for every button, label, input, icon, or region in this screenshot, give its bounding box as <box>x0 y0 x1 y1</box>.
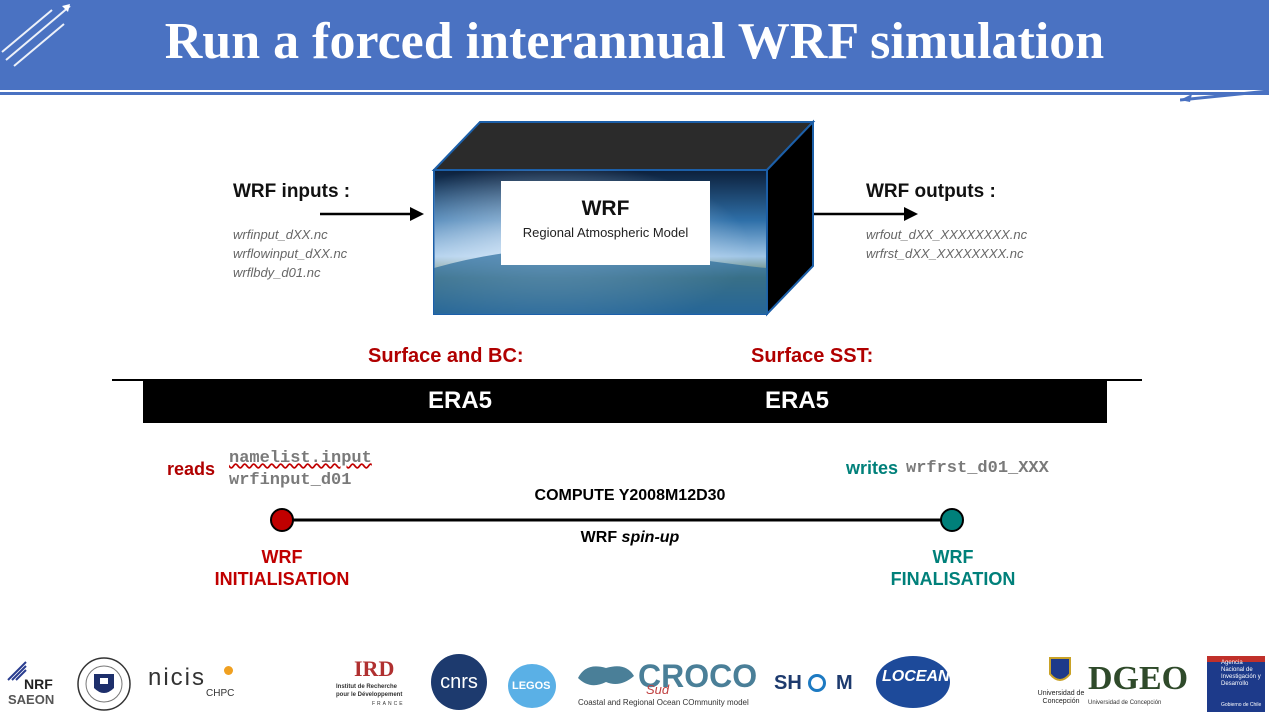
start-node <box>270 508 294 532</box>
spinup-prefix: WRF <box>580 529 622 546</box>
output-arrow-icon <box>814 207 918 221</box>
shom-text-right: M <box>836 672 853 694</box>
nrf-saeon-logo: NRF SAEON <box>2 658 60 708</box>
arrows-decoration-icon <box>1 4 71 67</box>
forcing-top-line <box>112 379 1142 381</box>
outputs-heading: WRF outputs : <box>866 181 996 202</box>
input-file: wrfinput_dXX.nc <box>233 227 328 242</box>
output-file: wrfrst_dXX_XXXXXXXX.nc <box>866 246 1024 261</box>
shom-circle-icon <box>808 674 826 692</box>
ird-country: FRANCE <box>372 701 405 707</box>
uct-seal-logo <box>77 657 131 711</box>
nicis-chpc-logo: nicis CHPC <box>148 664 244 704</box>
nicis-dot-icon <box>224 666 233 675</box>
inputs-heading: WRF inputs : <box>233 181 351 202</box>
udec-shield-icon <box>1049 657 1071 681</box>
croco-logo: CROCO Sud Coastal and Regional Ocean COm… <box>576 656 758 712</box>
initialisation-stage: WRF INITIALISATION <box>182 546 382 590</box>
ird-subtitle: Institut de Recherche <box>336 684 398 690</box>
legos-text: LEGOS <box>512 680 551 692</box>
stage-line: FINALISATION <box>890 569 1016 589</box>
writes-file: wrfrst_d01_XXX <box>906 459 1049 478</box>
locean-text: LOCEAN <box>882 668 950 685</box>
reads-file: wrfinput_d01 <box>229 471 352 490</box>
spinup-emphasis: spin-up <box>621 529 680 546</box>
input-arrow-icon <box>320 207 424 221</box>
ird-text: IRD <box>354 656 395 681</box>
reads-file-list: namelist.input wrfinput_d01 <box>229 448 372 492</box>
udec-text: Universidad de Concepción <box>1037 690 1085 705</box>
finalisation-stage: WRF FINALISATION <box>853 546 1053 590</box>
surface-sst-label: Surface SST: <box>751 345 874 367</box>
shom-logo: SH M <box>774 672 858 698</box>
surface-bc-label: Surface and BC: <box>368 345 524 367</box>
timeline-line <box>270 508 964 532</box>
gob-text: Gobierno de Chile <box>1221 702 1262 708</box>
reads-file: namelist.input <box>229 449 372 468</box>
nrf-text: NRF <box>24 676 53 692</box>
arrow-decoration-icon <box>1180 89 1269 102</box>
croco-subtitle: Coastal and Regional Ocean COmmunity mod… <box>578 698 749 707</box>
forcing-bar <box>143 381 1107 423</box>
nrf-swoosh-icon <box>7 661 27 681</box>
output-file-list: wrfout_dXX_XXXXXXXX.nc wrfrst_dXX_XXXXXX… <box>866 225 1027 263</box>
nicis-text: nicis <box>148 664 207 691</box>
sst-source: ERA5 <box>765 387 830 414</box>
compute-label: COMPUTE Y2008M12D30 <box>534 487 726 504</box>
chpc-text: CHPC <box>206 688 235 699</box>
ird-subtitle: pour le Développement <box>336 692 403 698</box>
dgeo-logo: DGEO Universidad de Concepción <box>1088 656 1192 712</box>
anid-logo: Agencia Nacional de Investigación y Desa… <box>1207 656 1265 712</box>
dgeo-subtitle: Universidad de Concepción <box>1088 700 1162 706</box>
udec-logo: Universidad de Concepción <box>1036 656 1086 712</box>
reads-label: reads <box>167 459 216 479</box>
anid-text: Agencia Nacional de Investigación y Desa… <box>1221 660 1261 687</box>
cnrs-logo: cnrs <box>431 654 487 710</box>
stage-line: WRF <box>261 547 303 567</box>
model-name: WRF <box>581 197 630 220</box>
spinup-label: WRF spin-up <box>480 529 780 547</box>
bc-source: ERA5 <box>428 387 493 414</box>
model-label: WRF Regional Atmospheric Model <box>501 181 710 265</box>
saeon-text: SAEON <box>8 692 55 707</box>
locean-logo: LOCEAN <box>872 654 952 710</box>
page-title: Run a forced interannual WRF simulation <box>164 13 1105 70</box>
stage-line: INITIALISATION <box>214 569 350 589</box>
title-banner <box>0 0 1269 90</box>
cnrs-text: cnrs <box>440 671 478 693</box>
end-node <box>940 508 964 532</box>
croco-sud-text: Sud <box>646 682 670 697</box>
input-file: wrflbdy_d01.nc <box>233 265 321 280</box>
dgeo-text: DGEO <box>1088 660 1189 697</box>
ird-logo: IRD Institut de Recherche pour le Dévelo… <box>336 656 408 710</box>
stage-line: WRF <box>932 547 974 567</box>
writes-label: writes <box>846 458 899 478</box>
legos-logo: LEGOS <box>506 658 560 710</box>
model-description: Regional Atmospheric Model <box>522 225 689 240</box>
croco-text: CROCO <box>638 658 758 694</box>
output-file: wrfout_dXX_XXXXXXXX.nc <box>866 227 1028 242</box>
input-file-list: wrfinput_dXX.nc wrflowinput_dXX.nc wrflb… <box>233 225 347 282</box>
croco-icon <box>578 666 634 686</box>
title-underline <box>0 92 1269 95</box>
shom-text-left: SH <box>774 672 802 694</box>
input-file: wrflowinput_dXX.nc <box>233 246 348 261</box>
